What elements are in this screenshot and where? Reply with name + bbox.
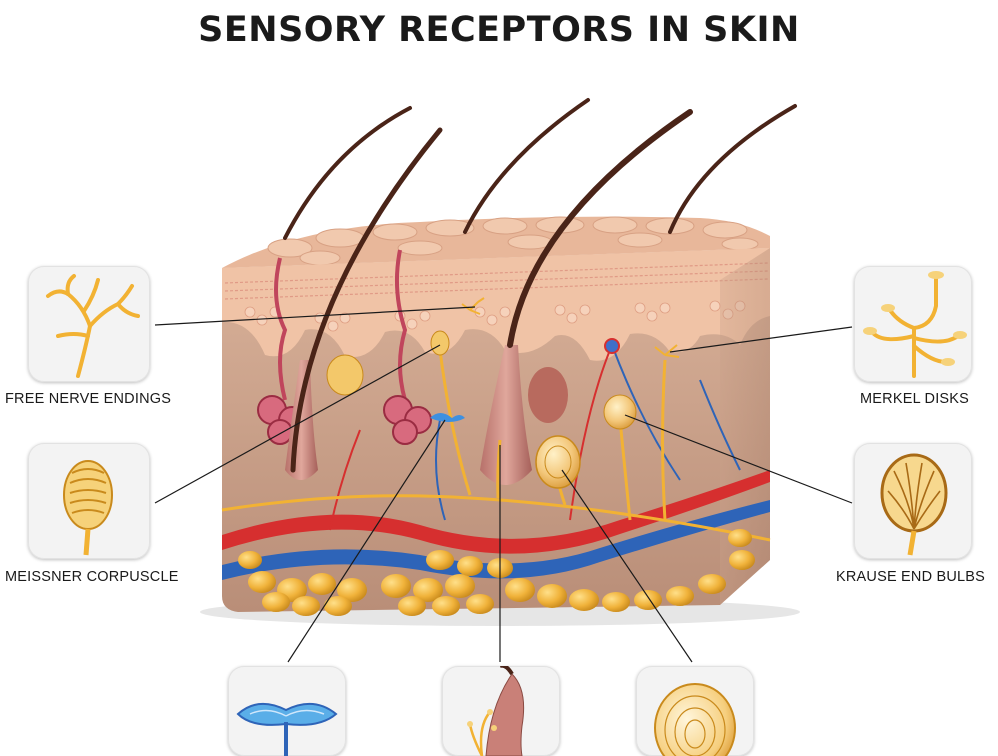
krause-end-bulbs-tile bbox=[854, 443, 972, 559]
merkel-disks-icon bbox=[854, 266, 972, 382]
free-nerve-endings-tile bbox=[28, 266, 150, 382]
label-free-nerve-endings: FREE NERVE ENDINGS bbox=[5, 391, 171, 407]
label-meissner-corpuscle: MEISSNER CORPUSCLE bbox=[5, 569, 179, 585]
krause-end-bulbs-icon bbox=[854, 443, 972, 559]
meissner-corpuscle-icon bbox=[28, 443, 150, 559]
free-nerve-endings-icon bbox=[28, 266, 150, 382]
meissner-corpuscle-tile bbox=[28, 443, 150, 559]
label-merkel-disks: MERKEL DISKS bbox=[860, 391, 969, 407]
label-krause-end-bulbs: KRAUSE END BULBS bbox=[836, 569, 985, 585]
merkel-disks-tile bbox=[854, 266, 972, 382]
